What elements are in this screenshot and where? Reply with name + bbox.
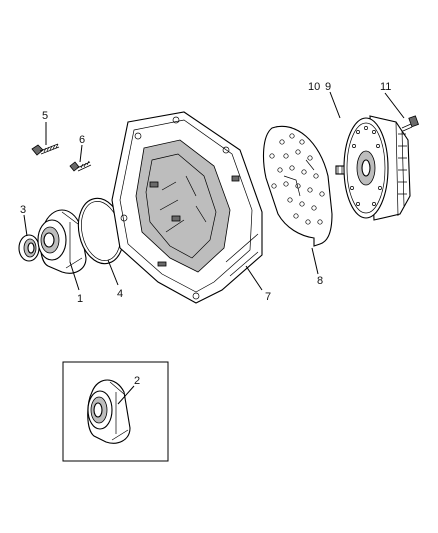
callout-6: 6 [79, 134, 85, 146]
housing-part-7 [111, 111, 263, 304]
callout-2: 2 [134, 375, 140, 387]
callout-4: 4 [117, 288, 123, 300]
callout-3: 3 [20, 204, 26, 216]
bolt-part-5 [31, 143, 60, 156]
callout-10: 10 [308, 81, 320, 93]
callout-9: 9 [325, 81, 331, 93]
callout-7: 7 [265, 291, 271, 303]
callout-8: 8 [317, 275, 323, 287]
oil-pump-part-1 [37, 209, 87, 274]
inset-box [62, 361, 169, 462]
callout-labels: 5 6 3 1 4 7 8 9 10 11 2 [20, 81, 391, 387]
callout-1: 1 [77, 293, 83, 305]
valve-plate-part-8 [262, 125, 333, 247]
bolt-part-6 [69, 160, 92, 172]
drum-part-9 [335, 115, 411, 221]
pump-part-2 [87, 379, 131, 444]
callout-5: 5 [42, 110, 48, 122]
callout-11: 11 [380, 81, 391, 93]
screw-part-11 [401, 115, 419, 132]
leader-lines [23, 91, 405, 405]
seal-part-3 [18, 234, 40, 262]
